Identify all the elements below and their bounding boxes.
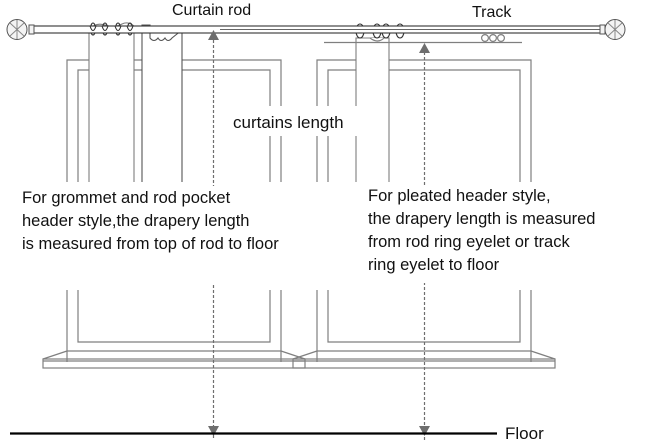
left-finial-icon — [6, 19, 35, 40]
left-curtain-panel-rod-pocket — [141, 24, 183, 182]
right-caption-line: ring eyelet to floor — [368, 256, 500, 274]
right-caption-line: For pleated header style, — [368, 187, 551, 205]
left-caption-line: For grommet and rod pocket — [22, 189, 231, 207]
rod-ring-fronts — [89, 25, 134, 32]
curtains-length-label: curtains length — [233, 113, 344, 132]
right-caption-line: from rod ring eyelet or track — [368, 233, 570, 251]
curtain-rod-label: Curtain rod — [172, 2, 252, 19]
left-curtain-panel-grommet — [88, 22, 135, 182]
floor-label: Floor — [505, 424, 544, 443]
right-caption: For pleated header style, the drapery le… — [368, 185, 595, 277]
curtain-rod — [32, 25, 602, 34]
right-caption-line: the drapery length is measured — [368, 210, 596, 228]
left-caption: For grommet and rod pocket header style,… — [22, 187, 279, 256]
track-label: Track — [472, 4, 512, 21]
right-measurement-arrow — [419, 43, 430, 440]
left-caption-line: is measured from top of rod to floor — [22, 235, 279, 253]
track — [324, 33, 522, 44]
left-caption-line: header style,the drapery length — [22, 212, 250, 230]
right-finial-icon — [599, 19, 626, 40]
